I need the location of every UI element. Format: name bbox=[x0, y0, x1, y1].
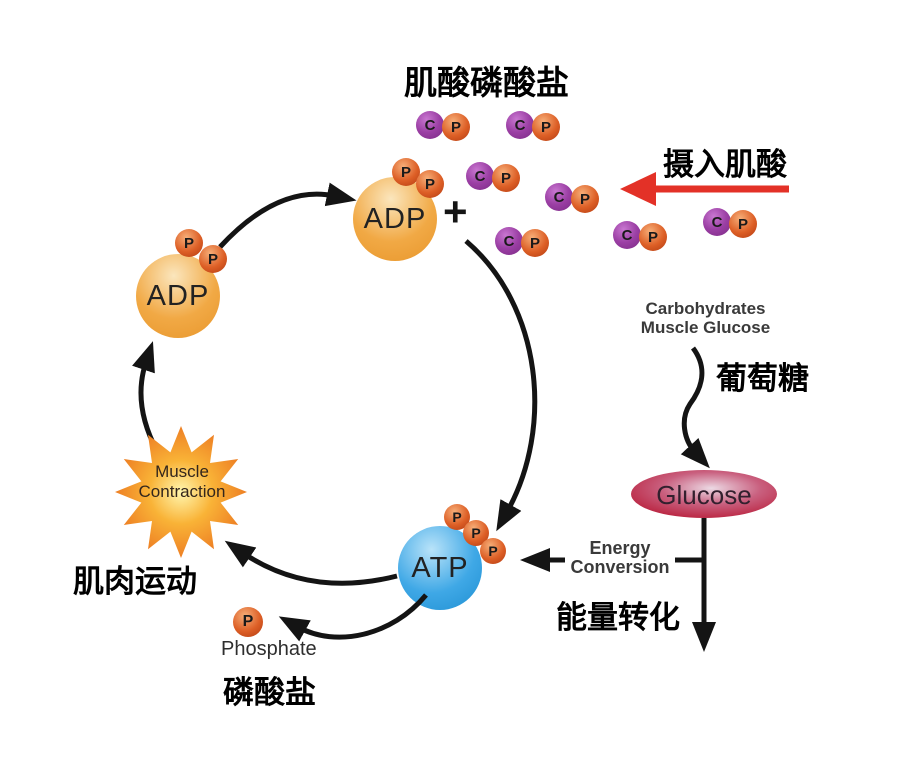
atp-label: ATP bbox=[411, 551, 469, 584]
arrow-atp-to-muscle-contraction bbox=[224, 540, 398, 586]
adp-left-label: ADP bbox=[146, 279, 210, 312]
arrow-adp-top-to-atp bbox=[464, 239, 538, 532]
arrow-atp-to-phosphate bbox=[278, 593, 428, 642]
muscle-contraction-star bbox=[115, 426, 247, 558]
arrow-carbohydrates-to-glucose bbox=[680, 346, 710, 469]
glucose-ellipse bbox=[631, 470, 777, 518]
arrow-adp-left-to-adp-top bbox=[218, 182, 357, 249]
creatine-intake-arrow-head bbox=[620, 172, 656, 206]
adp-top-label: ADP bbox=[363, 202, 427, 235]
